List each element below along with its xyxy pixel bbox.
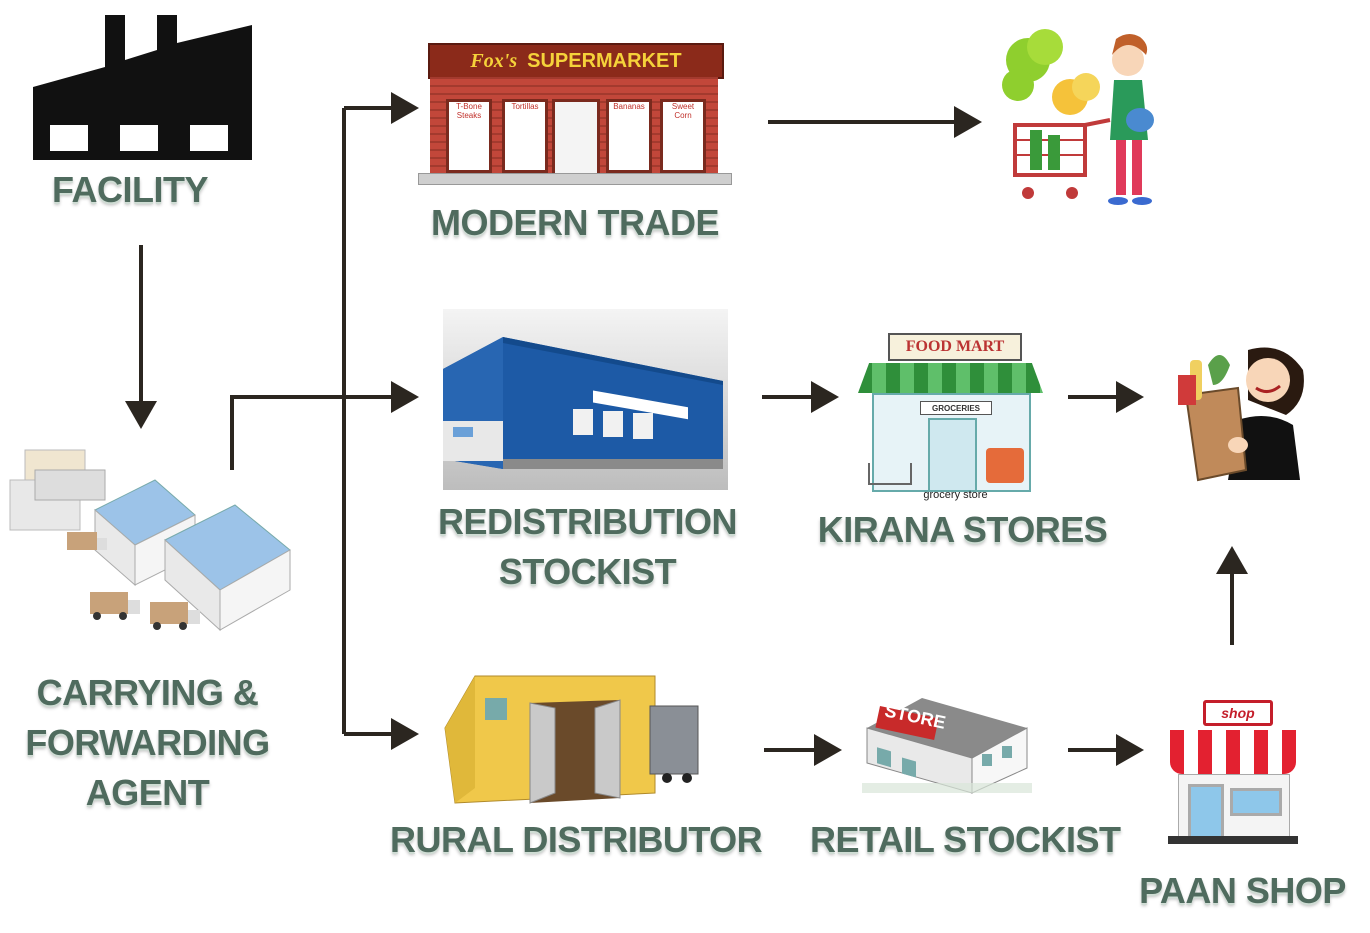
window-2: Tortillas bbox=[502, 99, 548, 173]
cfa-label-line1: CARRYING & bbox=[36, 672, 259, 713]
grocery-store-icon: FOOD MART GROCERIES grocery store bbox=[858, 333, 1043, 503]
store-building-icon: STORE bbox=[862, 698, 1032, 794]
shop-sign: shop bbox=[1221, 705, 1255, 721]
shopper-cart-icon bbox=[1002, 29, 1154, 205]
redistribution-label-line1: REDISTRIBUTION bbox=[438, 501, 738, 542]
retail-stockist-label: RETAIL STOCKIST bbox=[810, 819, 1121, 860]
yellow-warehouse-icon bbox=[444, 675, 699, 804]
arrow-cfa-branch bbox=[230, 381, 419, 470]
supermarket-word: SUPERMARKET bbox=[527, 49, 682, 72]
window-1: T-Bone Steaks bbox=[446, 99, 492, 173]
rural-distributor-label: RURAL DISTRIBUTOR bbox=[390, 819, 763, 860]
redistribution-label-line2: STOCKIST bbox=[498, 551, 677, 592]
consumer-grocery-bag-icon bbox=[1178, 347, 1304, 482]
facility-label: FACILITY bbox=[52, 169, 209, 210]
supermarket-icon: Fox's SUPERMARKET T-Bone Steaks Tortilla… bbox=[418, 43, 732, 185]
window-4: Sweet Corn bbox=[660, 99, 706, 173]
shop-awning-icon: shop bbox=[1168, 700, 1298, 845]
grocery-store-caption: grocery store bbox=[923, 489, 988, 501]
cfa-label-line2: FORWARDING bbox=[25, 722, 270, 763]
blue-warehouse-icon bbox=[443, 309, 728, 490]
factory-icon bbox=[33, 15, 252, 160]
kirana-stores-label: KIRANA STORES bbox=[817, 509, 1108, 550]
supermarket-name: Fox's bbox=[470, 49, 518, 72]
cfa-label-line3: AGENT bbox=[85, 772, 210, 813]
window-3: Bananas bbox=[606, 99, 652, 173]
paan-shop-label: PAAN SHOP bbox=[1139, 870, 1346, 911]
warehouses-trucks-icon bbox=[9, 449, 291, 632]
modern-trade-label: MODERN TRADE bbox=[431, 202, 720, 243]
groceries-sign: GROCERIES bbox=[931, 403, 980, 413]
food-mart-sign: FOOD MART bbox=[905, 338, 1005, 355]
